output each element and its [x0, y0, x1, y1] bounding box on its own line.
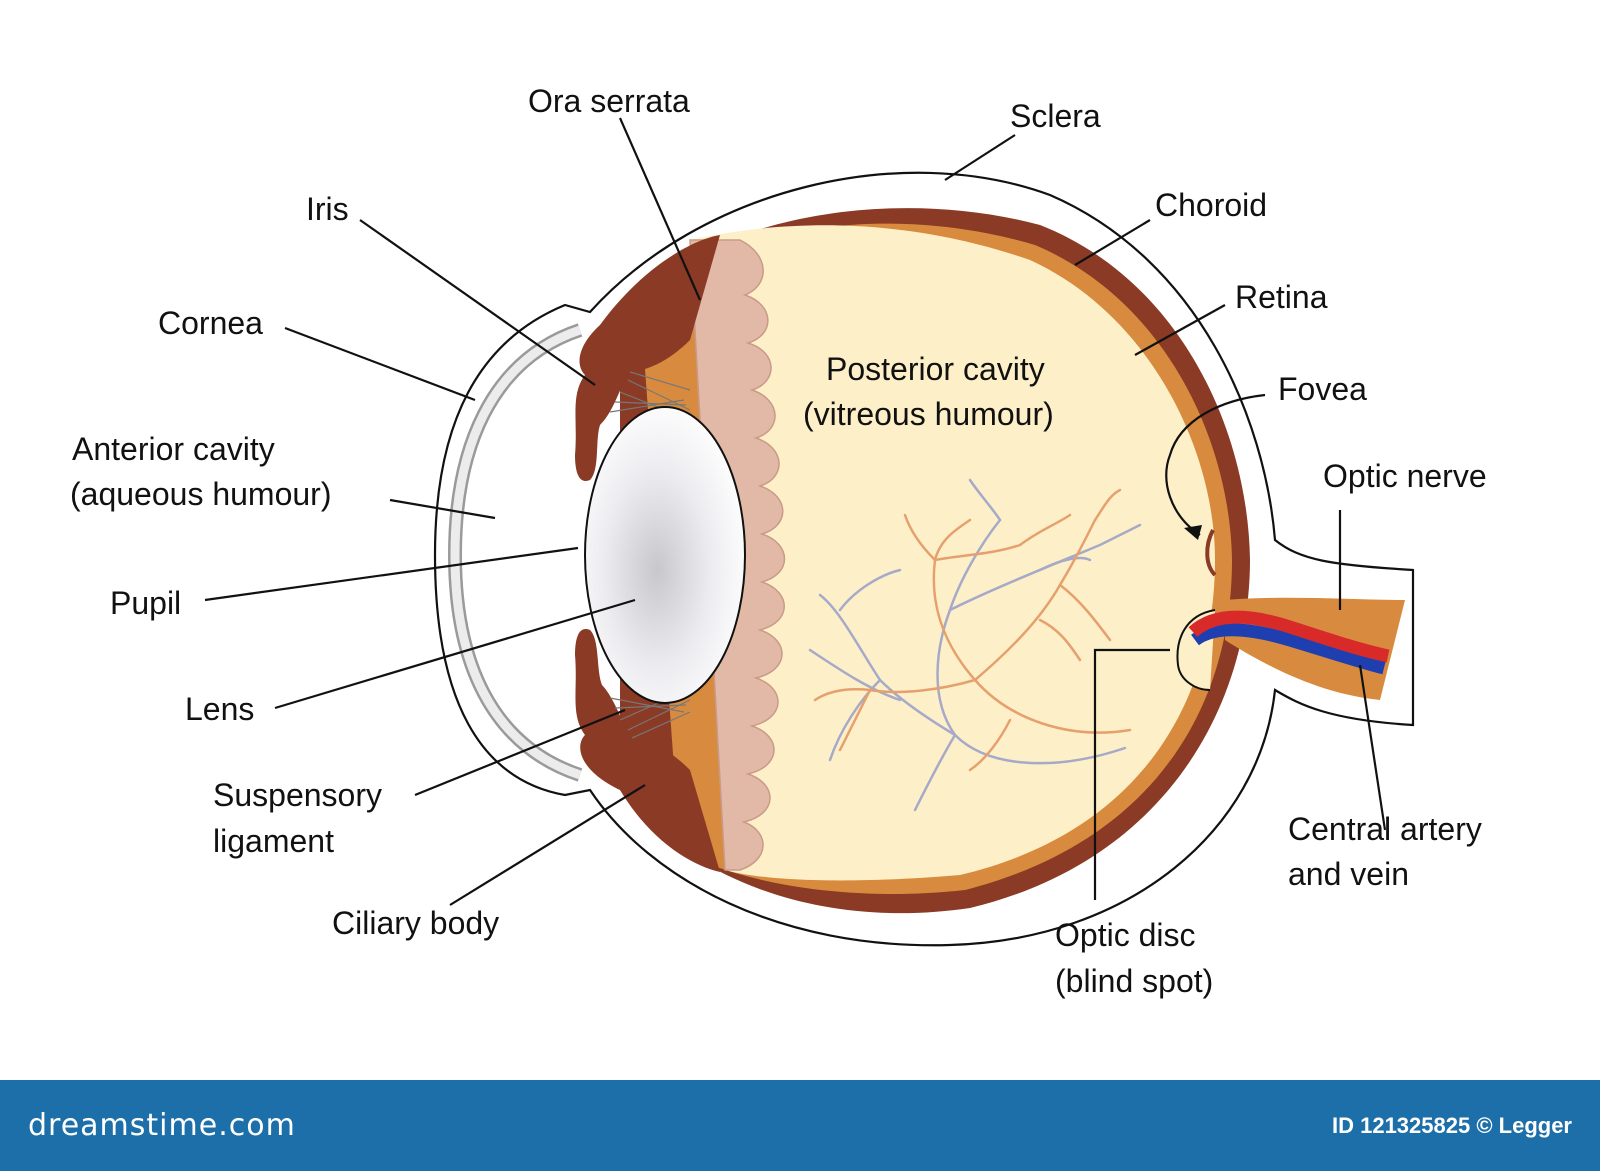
vitreous-humour	[690, 225, 1215, 881]
label-optic-disc-1: Optic disc	[1055, 917, 1195, 953]
footer-brand[interactable]: dreamstime.com	[28, 1108, 296, 1143]
label-sclera: Sclera	[1010, 98, 1101, 134]
footer-bar: dreamstime.com ID 121325825 © Legger	[0, 1080, 1600, 1171]
central-vein	[1191, 623, 1386, 675]
footer-credit: ID 121325825 © Legger	[1331, 1112, 1572, 1138]
label-ciliary-body: Ciliary body	[332, 905, 499, 941]
retinal-vessels	[808, 478, 1142, 812]
label-ora-serrata: Ora serrata	[528, 83, 690, 119]
label-suspensory-2: ligament	[213, 823, 334, 859]
label-anterior-cavity-1: Anterior cavity	[72, 431, 275, 467]
label-optic-nerve: Optic nerve	[1323, 458, 1487, 494]
label-posterior-cavity-2: (vitreous humour)	[803, 396, 1054, 432]
label-fovea: Fovea	[1278, 371, 1367, 407]
iris-lower	[575, 629, 720, 872]
eye-diagram: Ora serrata Sclera Iris Choroid Cornea R…	[70, 83, 1487, 999]
label-central-artery-2: and vein	[1288, 856, 1409, 892]
label-retina: Retina	[1235, 279, 1328, 315]
label-central-artery-1: Central artery	[1288, 811, 1482, 847]
label-choroid: Choroid	[1155, 187, 1267, 223]
lens-shape	[584, 406, 746, 704]
label-lens: Lens	[185, 691, 254, 727]
iris-upper	[575, 235, 720, 481]
label-pupil: Pupil	[110, 585, 181, 621]
label-cornea: Cornea	[158, 305, 263, 341]
label-suspensory-1: Suspensory	[213, 777, 382, 813]
label-optic-disc-2: (blind spot)	[1055, 963, 1213, 999]
leader-lines	[204, 117, 1387, 906]
fovea-notch	[1205, 529, 1217, 577]
label-anterior-cavity-2: (aqueous humour)	[70, 476, 331, 512]
central-artery	[1188, 610, 1390, 663]
label-iris: Iris	[306, 191, 349, 227]
label-posterior-cavity-1: Posterior cavity	[826, 351, 1045, 387]
